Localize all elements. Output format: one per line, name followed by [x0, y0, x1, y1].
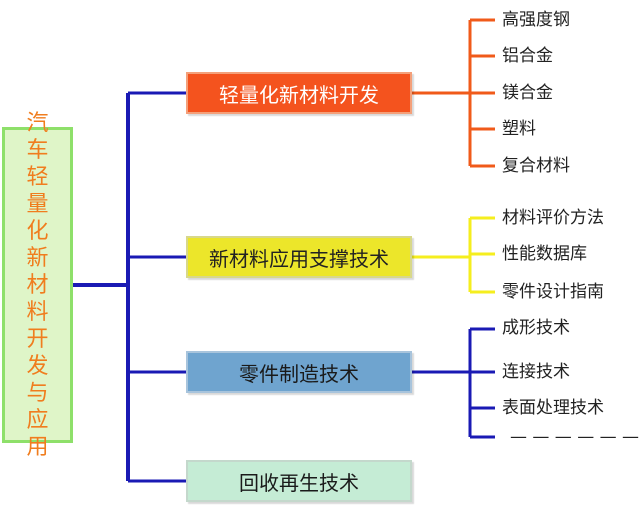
- root-label-char: 汽: [26, 110, 49, 136]
- leaf-item: 性能数据库: [502, 244, 587, 264]
- leaf-item: 塑料: [502, 119, 536, 139]
- root-topic-box: 汽车轻量化新材料开发与应用: [2, 111, 73, 460]
- category-box-part-manufacturing: 零件制造技术: [186, 351, 412, 393]
- leaf-item: 连接技术: [502, 362, 570, 382]
- root-label-char: 与: [26, 380, 49, 406]
- category-label: 新材料应用支撑技术: [209, 246, 389, 271]
- root-label-char: 开: [26, 326, 49, 352]
- root-label-char: 用: [26, 434, 49, 460]
- leaf-bracket-cat-1: [412, 216, 495, 294]
- category-label: 轻量化新材料开发: [219, 82, 379, 107]
- root-label-char: 量: [26, 191, 49, 217]
- leaf-bracket-cat-0: [412, 18, 495, 168]
- root-label-char: 应: [26, 407, 49, 433]
- category-label: 回收再生技术: [239, 470, 359, 495]
- category-label: 零件制造技术: [239, 361, 359, 386]
- leaf-item: 铝合金: [502, 46, 553, 66]
- root-label-char: 车: [26, 137, 49, 163]
- root-label-char: 材: [26, 272, 49, 298]
- category-box-material-development: 轻量化新材料开发: [186, 72, 412, 114]
- leaf-item: 成形技术: [502, 318, 570, 338]
- root-label-char: 新: [26, 245, 49, 271]
- category-box-recycling: 回收再生技术: [186, 460, 412, 502]
- root-label-char: 轻: [26, 164, 49, 190]
- root-label-char: 料: [26, 299, 49, 325]
- leaf-bracket-cat-2: [412, 327, 495, 439]
- root-label-char: 化: [26, 218, 49, 244]
- leaf-item: 镁合金: [502, 83, 553, 103]
- leaf-item: 高强度钢: [502, 10, 570, 30]
- leaf-item: 表面处理技术: [502, 398, 604, 418]
- leaf-item: 零件设计指南: [502, 282, 604, 302]
- leaf-item: 材料评价方法: [502, 208, 604, 228]
- root-label-char: 发: [26, 353, 49, 379]
- category-box-application-support: 新材料应用支撑技术: [186, 236, 412, 278]
- leaf-item-placeholder: — — — — — —: [510, 427, 640, 447]
- leaf-item: 复合材料: [502, 156, 570, 176]
